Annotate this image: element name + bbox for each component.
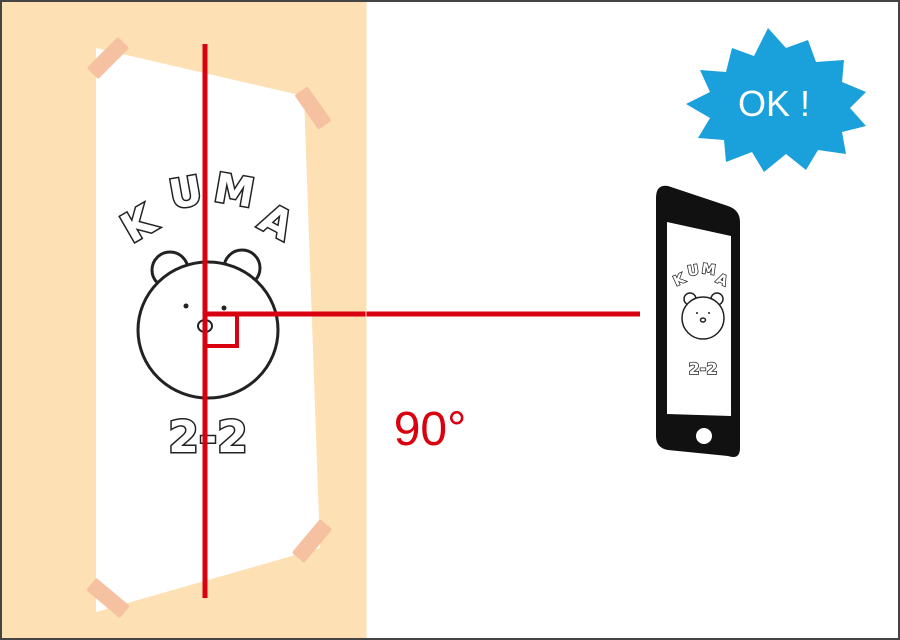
- screen-number: 2-2: [689, 359, 718, 378]
- screen-bear-eye-right: [708, 312, 710, 314]
- screen-letter-m: M: [701, 261, 717, 279]
- bear-illustration: [136, 248, 280, 400]
- angle-label: 90°: [394, 403, 467, 456]
- screen-letter-u: U: [686, 262, 700, 280]
- right-angle-marker: [205, 314, 239, 348]
- smartphone: K U M A 2-2: [656, 185, 740, 457]
- tape-bottom-right: [292, 519, 332, 563]
- bear-head: [136, 260, 280, 400]
- bear-eye-right: [221, 305, 227, 311]
- poster-number: 2-2: [168, 412, 248, 463]
- screen-bear-mouth: [699, 317, 707, 323]
- screen-bear-illustration: [681, 292, 725, 340]
- home-button-icon: [696, 428, 712, 444]
- screen-bear-eye-left: [696, 312, 698, 314]
- poster-letter-u: U: [166, 168, 206, 219]
- speech-bubble-shape: [686, 28, 866, 172]
- speech-bubble-text: OK !: [738, 83, 810, 124]
- poster-letter-m: M: [211, 165, 258, 217]
- tape-bottom-left: [86, 578, 130, 618]
- tape-top-right: [295, 86, 331, 130]
- ok-speech-bubble: OK !: [686, 28, 866, 172]
- bear-eye-left: [183, 303, 189, 309]
- tape-top-left: [87, 37, 129, 79]
